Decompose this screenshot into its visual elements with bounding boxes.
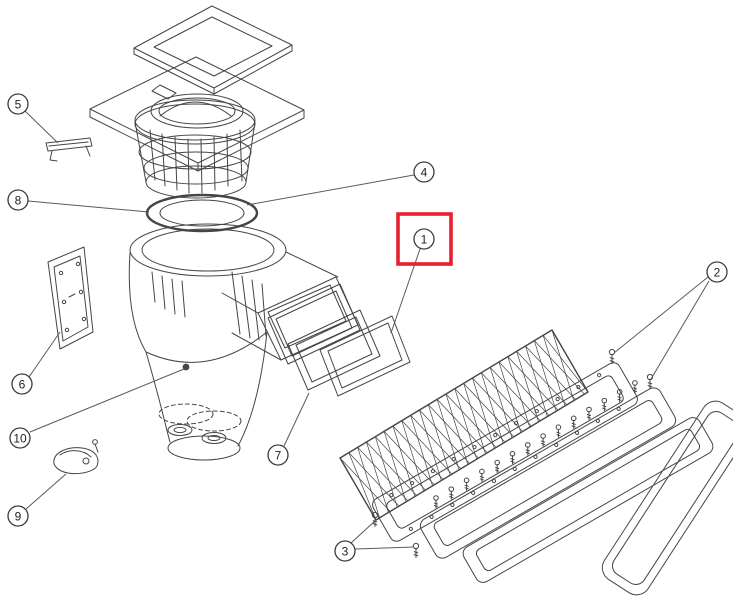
svg-text:9: 9 bbox=[15, 509, 22, 523]
callout-7[interactable]: 7 bbox=[267, 444, 289, 466]
cover-plate bbox=[319, 315, 411, 397]
basket-handle-clip bbox=[45, 137, 93, 162]
vacuum-plate bbox=[53, 439, 99, 475]
skimmer-collar-frame bbox=[89, 56, 305, 172]
svg-text:8: 8 bbox=[15, 193, 22, 207]
gasket-ring bbox=[601, 400, 733, 596]
throat-gasket bbox=[267, 283, 361, 365]
faceplate-frame bbox=[419, 387, 677, 559]
svg-text:3: 3 bbox=[342, 544, 349, 558]
svg-text:4: 4 bbox=[421, 165, 428, 179]
mounting-frame bbox=[372, 362, 638, 542]
svg-text:10: 10 bbox=[13, 431, 27, 445]
screw-set bbox=[371, 348, 654, 558]
lock-ring bbox=[145, 193, 259, 233]
callout-layer: 1 2 3 4 5 6 7 8 9 10 bbox=[7, 93, 728, 562]
svg-text:2: 2 bbox=[714, 265, 721, 279]
callout-9[interactable]: 9 bbox=[7, 505, 29, 527]
skimmer-basket bbox=[134, 99, 256, 199]
backing-frame bbox=[462, 417, 714, 583]
svg-text:1: 1 bbox=[421, 232, 428, 246]
svg-text:5: 5 bbox=[15, 97, 22, 111]
callout-8[interactable]: 8 bbox=[7, 189, 29, 211]
skimmer-lid bbox=[133, 5, 293, 95]
weir-grate bbox=[339, 329, 589, 521]
skimmer-body bbox=[128, 223, 359, 461]
callout-3[interactable]: 3 bbox=[334, 540, 356, 562]
callout-6[interactable]: 6 bbox=[11, 373, 33, 395]
weir-side-plate bbox=[47, 246, 94, 350]
callout-10[interactable]: 10 bbox=[9, 427, 31, 449]
svg-text:7: 7 bbox=[275, 448, 282, 462]
callout-1[interactable]: 1 bbox=[413, 228, 435, 250]
highlight-box bbox=[396, 212, 453, 266]
callout-5[interactable]: 5 bbox=[7, 93, 29, 115]
callout-2[interactable]: 2 bbox=[706, 261, 728, 283]
svg-text:6: 6 bbox=[19, 377, 26, 391]
callout-4[interactable]: 4 bbox=[413, 161, 435, 183]
faceplate-gasket bbox=[287, 309, 381, 391]
